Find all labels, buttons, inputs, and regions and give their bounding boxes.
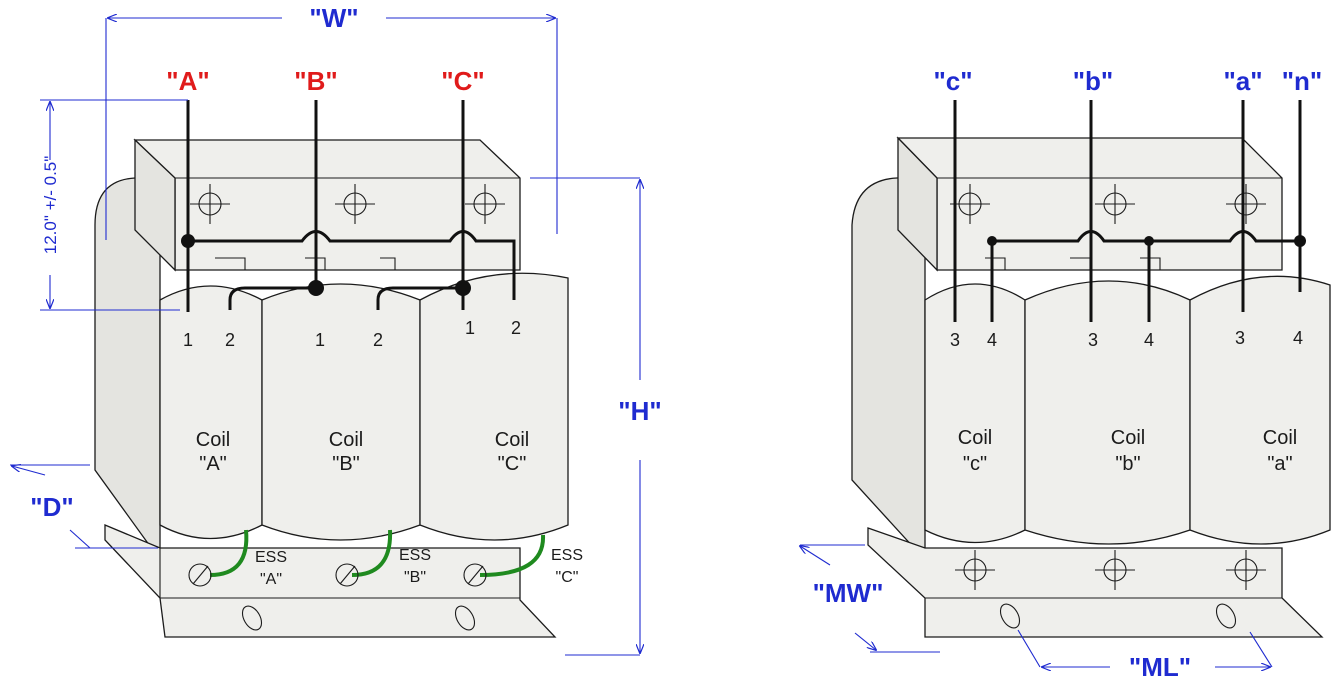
terminal-label-c: "C" (441, 66, 484, 96)
coil-id: "c" (963, 453, 987, 475)
lead-number: 1 (183, 330, 193, 350)
coil-id: "C" (498, 453, 527, 475)
dimension-lines-right (800, 544, 1273, 667)
ess-label: ESS (255, 549, 287, 566)
left-coil-c-body (419, 272, 569, 541)
lead-number: 3 (1235, 328, 1245, 348)
left-base-bracket (104, 524, 557, 638)
lead-number: 1 (315, 330, 325, 350)
terminal-label-a-out: "a" (1223, 66, 1262, 96)
coil-label: Coil (1263, 427, 1297, 449)
coil-id: "B" (332, 453, 360, 475)
right-coil-c-body (924, 283, 1026, 544)
terminal-label-b: "B" (294, 66, 337, 96)
coil-label: Coil (958, 427, 992, 449)
ess-label: ESS (551, 547, 583, 564)
right-base-bracket (867, 527, 1324, 638)
ess-id: "B" (404, 569, 426, 586)
terminal-label-a: "A" (166, 66, 209, 96)
lead-number: 3 (1088, 330, 1098, 350)
right-coil-b-body (1024, 280, 1191, 545)
lead-number: 1 (465, 318, 475, 338)
coil-id: "b" (1115, 453, 1140, 475)
left-transformer-view: "A" "B" "C" 1 2 1 2 1 2 Coil "A" Coil "B… (94, 66, 583, 638)
lead-number: 4 (987, 330, 997, 350)
right-transformer-view: "c" "b" "a" "n" 3 4 3 4 3 4 Coil "c" Coi… (851, 66, 1331, 638)
left-wiring (181, 100, 516, 312)
dimension-height-label: "H" (618, 396, 661, 426)
lead-length-label: 12.0" +/- 0.5" (41, 156, 60, 255)
ess-id: "A" (260, 571, 282, 588)
terminal-label-c-out: "c" (933, 66, 972, 96)
lead-number: 4 (1293, 328, 1303, 348)
lead-number: 2 (511, 318, 521, 338)
lead-number: 3 (950, 330, 960, 350)
right-wiring (953, 100, 1306, 322)
coil-label: Coil (329, 429, 363, 451)
right-bolt-icons (950, 184, 1266, 629)
lead-number: 2 (225, 330, 235, 350)
coil-id: "a" (1267, 453, 1292, 475)
coil-label: Coil (196, 429, 230, 451)
dimension-lines-left (10, 18, 640, 656)
lead-number: 2 (373, 330, 383, 350)
dimension-mount-length-label: "ML" (1129, 652, 1191, 682)
ess-label: ESS (399, 547, 431, 564)
ess-id: "C" (556, 569, 579, 586)
dimension-depth-label: "D" (30, 492, 73, 522)
coil-label: Coil (495, 429, 529, 451)
right-coil-a-body (1189, 275, 1331, 545)
dimension-width-label: "W" (309, 3, 358, 33)
left-coil-b-body (261, 283, 421, 541)
terminal-label-b-out: "b" (1073, 66, 1114, 96)
dimension-mount-width-label: "MW" (813, 578, 884, 608)
left-ess-screws (188, 529, 546, 631)
coil-label: Coil (1111, 427, 1145, 449)
terminal-label-n-out: "n" (1282, 66, 1323, 96)
left-bolt-icons (190, 184, 505, 224)
lead-number: 4 (1144, 330, 1154, 350)
coil-id: "A" (199, 453, 227, 475)
left-coil-a-body (159, 285, 263, 540)
